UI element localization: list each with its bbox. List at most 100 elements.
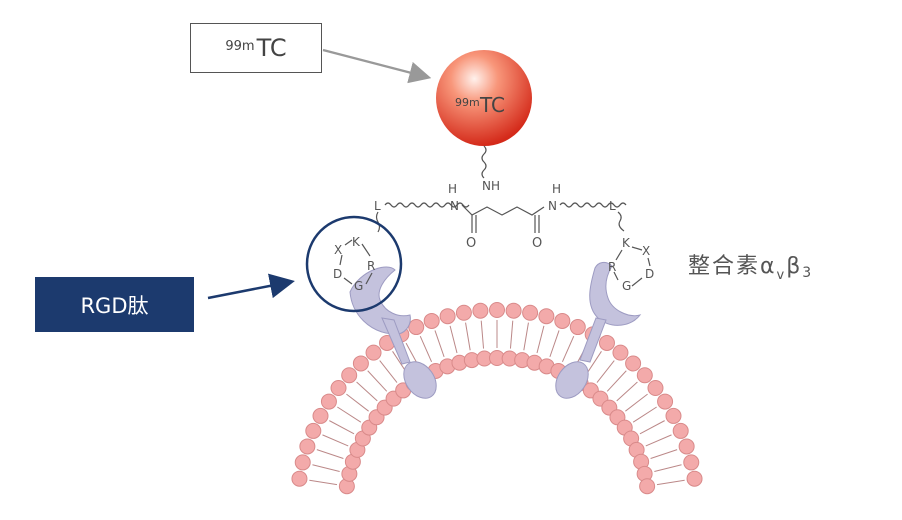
lipid-head-outer [665,407,682,424]
linker-n-right: N [548,199,557,213]
lipid-tail [322,434,349,447]
lipid-head-outer [408,319,425,336]
lipid-head-outer [291,470,308,487]
lipid-head-outer [439,308,456,325]
lipid-head-outer [312,407,329,424]
left-peptide-r: R [367,259,375,273]
lipid-tail [480,320,485,349]
right-peptide-k: K [622,236,631,250]
right-peptide-x: X [642,244,650,258]
lipid-head-outer [569,319,586,336]
lipid-tail [316,449,344,459]
right-peptide-r: R [608,260,616,274]
right-peptide-d: D [645,267,654,281]
lipid-tail [585,351,602,375]
linker-o-right: O [532,236,542,251]
lipid-head-outer [352,355,369,372]
lipid-tail [654,464,682,472]
lipid-head-inner [639,478,656,495]
lipid-head-outer [522,304,539,321]
lipid-tail [312,464,340,472]
lipid-tail [632,406,657,423]
lipid-head-outer [647,380,664,397]
lipid-head-outer [305,422,322,439]
lipid-head-outer [612,344,629,361]
lipid-tail [645,434,672,447]
integrin-sub-3: 3 [802,265,814,281]
isotope-sup: 99m [225,38,255,54]
rgd-label: RGD肽 [80,293,149,318]
lipid-tail [367,370,388,392]
lipid-head-outer [294,454,311,471]
integrin-receptor-left [349,266,437,399]
lipid-head-outer [678,438,695,455]
isotope-text: TC [256,34,287,62]
lipid-head-outer [455,304,472,321]
linker-o-left: O [466,236,476,251]
lipid-head-outer [554,312,571,329]
lipid-head-outer [341,367,358,384]
technetium-sphere [436,50,532,146]
lipid-tail [523,322,529,351]
integrin-receptor-right [555,261,642,399]
lipid-head-outer [683,454,700,471]
lipid-tail [509,320,514,349]
lipid-tail [596,360,615,383]
isotope-arrow [322,48,432,84]
rgd-label-box: RGD肽 [35,277,194,332]
left-peptide-k: K [352,235,361,249]
lipid-tail [606,370,627,392]
linker-h-left: H [448,182,457,196]
lipid-head-outer [423,312,440,329]
lipid-head-outer [657,393,674,410]
cell-membrane [291,302,703,495]
rgd-arrow [207,273,295,300]
lipid-tail [561,335,575,363]
isotope-label-box: 99m TC [190,23,322,73]
lipid-tail [536,325,545,354]
lipid-tail [337,406,362,423]
lipid-head-outer [686,470,703,487]
left-peptide-x: X [334,243,342,257]
lipid-tail [434,330,445,358]
lipid-tail [625,393,648,412]
lipid-tail [329,420,355,435]
integrin-main: 整合素α [688,254,777,279]
linker-chain [339,145,651,287]
right-peptide-g: G [622,279,631,293]
lipid-tail [465,322,471,351]
lipid-tail [549,330,560,358]
lipid-head-outer [672,422,689,439]
lipid-tail [356,381,378,402]
lipid-head-outer [625,355,642,372]
lipid-tail [656,479,685,486]
sphere-label: TC [479,93,505,117]
lipid-head-outer [365,344,382,361]
linker-h-right: H [552,182,561,196]
lipid-tail [419,335,433,363]
lipid-head-outer [299,438,316,455]
linker-nh-top: NH [482,179,500,193]
integrin-beta: β [786,254,803,279]
linker-l-left: L [374,199,381,213]
lipid-tail [449,325,458,354]
lipid-head-outer [636,367,653,384]
rgd-highlight-circle [305,215,403,313]
left-peptide-g: G [354,279,363,293]
integrin-sub-v: v [776,268,787,283]
lipid-tail [616,381,638,402]
lipid-head-outer [330,380,347,397]
sphere-sup-label: 99m [455,96,480,109]
lipid-head-outer [489,302,505,318]
lipid-tail [650,449,678,459]
lipid-head-outer [505,302,522,319]
lipid-head-outer [538,308,555,325]
lipid-tail [379,360,398,383]
lipid-head-outer [472,302,489,319]
linker-n-left: N [450,199,459,213]
lipid-tail [346,393,369,412]
linker-l-right: L [609,199,616,213]
lipid-tail [639,420,665,435]
integrin-label: 整合素αvβ3 [688,248,814,283]
